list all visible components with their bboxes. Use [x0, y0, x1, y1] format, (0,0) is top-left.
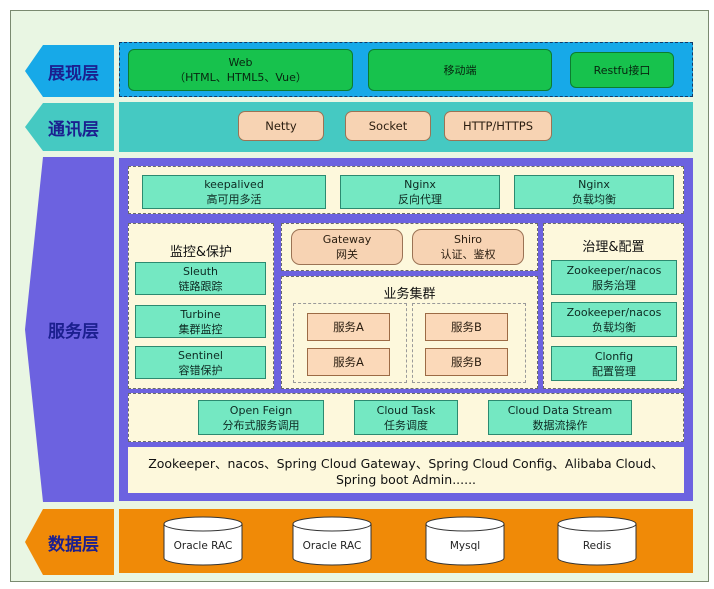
http-box: HTTP/HTTPS: [444, 111, 552, 141]
socket-box: Socket: [345, 111, 431, 141]
cluster-title: 业务集群: [383, 287, 436, 302]
service-footer-line1: Zookeeper、nacos、Spring Cloud Gateway、Spr…: [148, 456, 664, 471]
netty-box: Netty: [238, 111, 324, 141]
database-oracle-1: Oracle RAC: [163, 516, 243, 566]
cluster-group-a: [293, 303, 407, 383]
restful-label: Restfu接口: [593, 63, 651, 77]
layer-label-data: 数据层: [25, 509, 114, 575]
governance-title: 治理&配置: [582, 240, 645, 255]
service-b-2: 服务B: [425, 348, 508, 376]
layer-label-presentation: 展现层: [25, 45, 114, 97]
mobile-box: 移动端: [368, 49, 552, 91]
service-footer: [128, 447, 684, 493]
cluster-group-b: [412, 303, 526, 383]
service-b-1: 服务B: [425, 313, 508, 341]
service-footer-line2: Spring boot Admin......: [335, 472, 477, 487]
web-subtitle: （HTML、HTML5、Vue）: [174, 71, 307, 84]
monitor-title: 监控&保护: [169, 245, 233, 260]
service-a-2: 服务A: [307, 348, 390, 376]
service-a-1: 服务A: [307, 313, 390, 341]
database-oracle-2: Oracle RAC: [292, 516, 372, 566]
layer-label-service: 服务层: [25, 157, 114, 502]
layer-label-communication: 通讯层: [25, 103, 114, 151]
mobile-label: 移动端: [443, 63, 477, 77]
restful-box: Restfu接口: [570, 52, 674, 88]
web-title: Web: [228, 56, 253, 69]
web-box: Web （HTML、HTML5、Vue）: [128, 49, 353, 91]
database-redis: Redis: [557, 516, 637, 566]
database-mysql: Mysql: [425, 516, 505, 566]
